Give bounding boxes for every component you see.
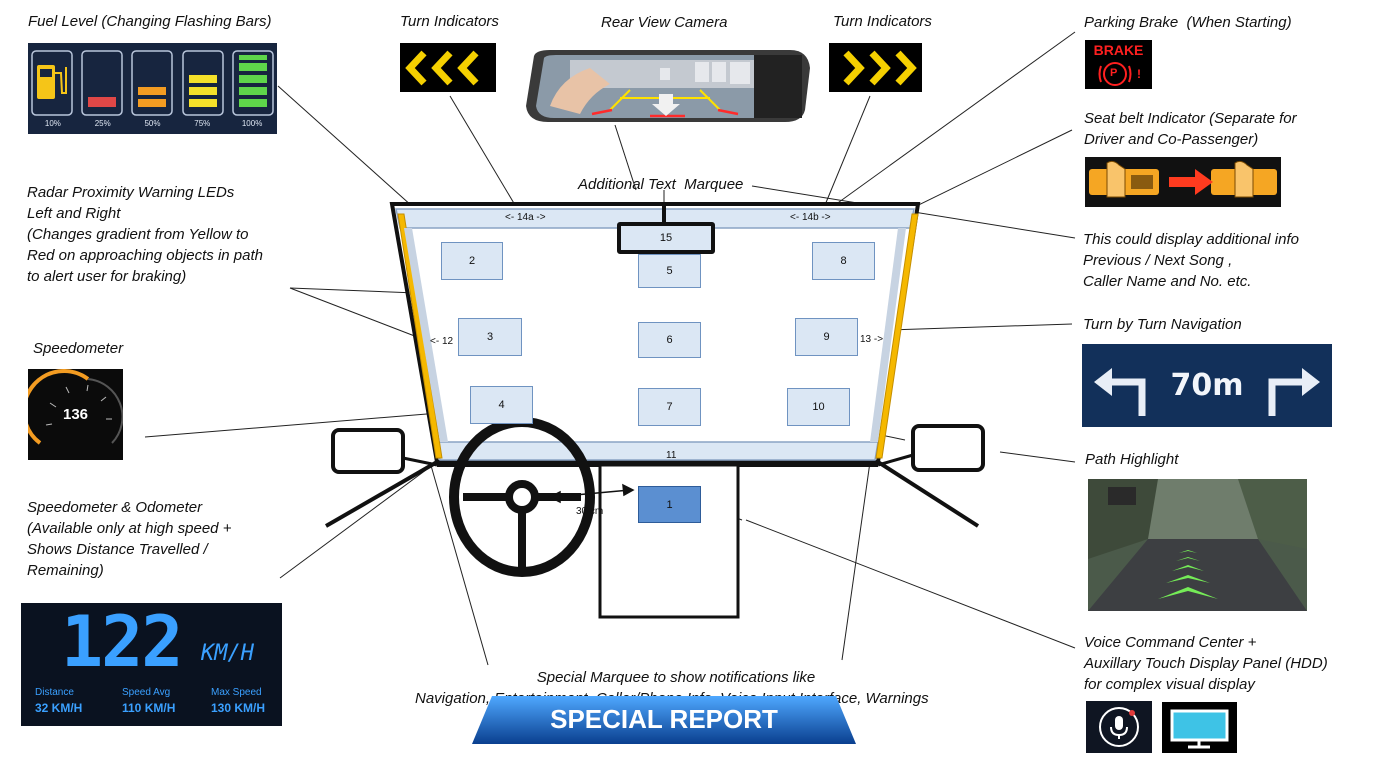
speedometer-value: 136 [62,406,89,423]
zone-4[interactable]: 4 [470,386,533,424]
hud-distance-value: 32 KM/H [35,701,83,715]
seatbelt-label: Seat belt Indicator (Separate for Driver… [1084,110,1297,148]
zone-4-label: 4 [498,399,505,411]
zone-1-label: 1 [666,498,673,511]
path-highlight-label: Path Highlight [1085,451,1179,468]
seatbelt-icon [1089,160,1277,198]
zone-10-label: 10 [812,401,825,413]
radar-label: Radar Proximity Warning LEDs Left and Ri… [27,184,264,285]
zone-15-label: 15 [659,232,673,244]
fuel-label: Fuel Level (Changing Flashing Bars) [28,13,272,30]
fuel-pump-icon [37,65,67,99]
voice-label: Voice Command Center + Auxillary Touch D… [1084,634,1328,693]
brake-p: P [1110,67,1118,79]
special-report-banner: SPECIAL REPORT [472,694,856,744]
turn-left-label: Turn Indicators [400,13,499,30]
hud-unit: KM/H [201,641,254,666]
turn-arrows-icon [1094,368,1320,416]
zone-11: 11 [666,450,677,461]
hud-avg-value: 110 KM/H [122,701,176,715]
monitor-icon [1170,709,1229,749]
zone-8[interactable]: 8 [812,242,875,280]
speedometer-gauge-icon [28,369,123,445]
special-report-bg [472,696,856,744]
parking-brake-indicator: BRAKE P ! [1085,40,1152,89]
distance-label: 30 cm [576,506,604,517]
zone-9-label: 9 [823,331,830,343]
zone-7-label: 7 [666,401,673,413]
turn-right-label: Turn Indicators [833,13,932,30]
zone-3-label: 3 [486,331,494,343]
zone-8-label: 8 [840,255,847,267]
marquee-label: Additional Text Marquee [578,176,744,193]
zone-5[interactable]: 5 [638,254,701,288]
zone-5-label: 5 [666,265,673,277]
fuel-bars [31,50,274,116]
rear-camera-label: Rear View Camera [601,14,728,31]
zone-12: <- 12 [430,336,454,347]
zone-10[interactable]: 10 [787,388,850,426]
zone-1[interactable]: 1 [638,486,701,523]
brake-text: BRAKE [1093,42,1144,58]
speed-odo-label: Speedometer & Odometer (Available only a… [27,499,232,579]
speedometer-label: Speedometer [33,340,124,357]
voice-command-panel[interactable] [1086,701,1152,753]
chevron-right-icon [843,50,917,86]
distance-arrow [548,483,635,504]
hud-panel: 122 KM/H Distance 32 KM/H Speed Avg 110 … [21,603,282,726]
chevron-left-icon [405,50,479,86]
extra-info-label: This could display additional info Previ… [1083,231,1299,290]
turn-by-turn-panel: 70m [1082,344,1332,427]
zone-13: 13 -> [860,334,884,345]
zone-9[interactable]: 9 [795,318,858,356]
path-highlight-image [1088,479,1307,611]
zone-6[interactable]: 6 [638,322,701,358]
rear-view-mirror [520,48,812,124]
touch-display-panel[interactable] [1162,702,1237,753]
zone-2-label: 2 [468,255,476,267]
fuel-panel: 10% 25% 50% 75% 100% [28,43,277,134]
hud-distance-label: Distance [35,687,74,698]
hud-avg-label: Speed Avg [122,687,171,698]
hud-speed: 122 [61,603,183,683]
zone-2[interactable]: 2 [441,242,503,280]
side-mirrors [331,424,985,474]
fuel-level-100: 100% [241,119,263,128]
speedometer-panel: 136 [28,369,123,460]
rear-camera-icon [526,50,810,122]
brake-bang: ! [1137,67,1141,81]
zone-15[interactable]: 15 [617,222,715,254]
turn-right-indicator [829,43,922,92]
parking-brake-label: Parking Brake (When Starting) [1084,14,1292,31]
fuel-level-25: 25% [94,119,111,128]
fuel-level-75: 75% [194,119,211,128]
fuel-level-50: 50% [144,119,161,128]
seatbelt-indicator [1085,157,1281,207]
fuel-level-10: 10% [44,119,61,128]
hud-max-label: Max Speed [211,687,262,698]
microphone-icon [1099,707,1139,747]
tbt-distance: 70m [1170,368,1244,403]
zone-14b: <- 14b -> [790,212,831,223]
parking-brake-icon [1098,62,1132,86]
path-highlight-panel [1088,479,1307,611]
tbt-label: Turn by Turn Navigation [1083,316,1242,333]
zone-14a: <- 14a -> [505,212,546,223]
zone-6-label: 6 [666,334,673,346]
zone-7[interactable]: 7 [638,388,701,426]
special-report-text: SPECIAL REPORT [550,704,778,734]
zone-3[interactable]: 3 [458,318,522,356]
turn-left-indicator [400,43,496,92]
hud-max-value: 130 KM/H [211,701,266,715]
